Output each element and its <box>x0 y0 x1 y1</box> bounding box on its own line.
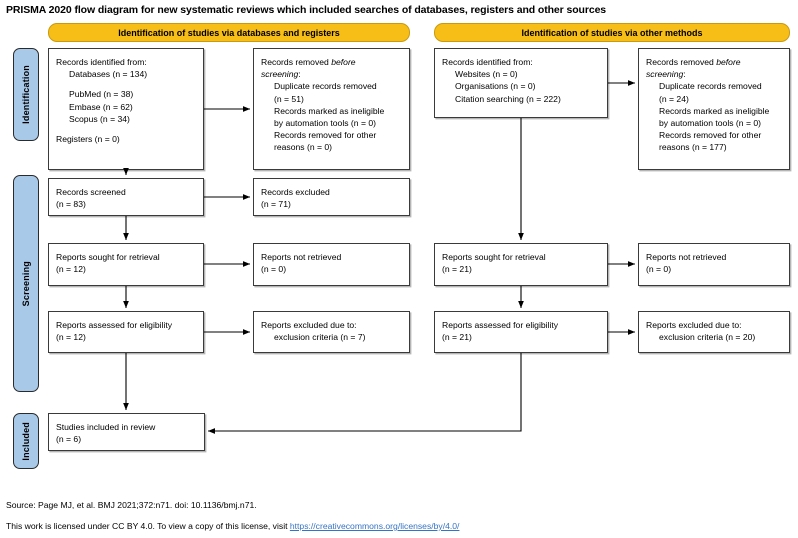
text-line: Reports excluded due to: <box>646 320 742 330</box>
stage-tab-identification-label: Identification <box>21 65 31 124</box>
text-line: (n = 71) <box>261 199 291 210</box>
text-line: Scopus (n = 34) <box>69 113 130 124</box>
text-line: Records excluded <box>261 187 330 197</box>
text-part-italic: screening <box>646 69 684 80</box>
text-line: screening: <box>261 68 402 80</box>
box-studies-included-in-review: Studies included in review (n = 6) <box>48 413 205 451</box>
text-line: Reports not retrieved <box>261 252 342 262</box>
box-left-records-identified: Records identified from: Databases (n = … <box>48 48 204 170</box>
text-line: (n = 24) <box>659 93 689 104</box>
text-line: Records marked as ineligible <box>274 105 385 116</box>
text-line: Embase (n = 62) <box>69 101 133 112</box>
text-line: Databases (n = 134) <box>69 69 148 80</box>
stage-tab-screening-label: Screening <box>21 260 31 307</box>
text-line: Reports sought for retrieval <box>56 252 160 262</box>
box-right-reports-excluded-reasons: Reports excluded due to: exclusion crite… <box>638 311 790 353</box>
box-left-records-removed-before-screening: Records removed before screening: Duplic… <box>253 48 410 170</box>
text-line: reasons (n = 0) <box>274 142 333 153</box>
box-right-reports-assessed: Reports assessed for eligibility (n = 21… <box>434 311 608 353</box>
text-line: Records screened <box>56 187 126 197</box>
text-line: Reports not retrieved <box>646 252 727 262</box>
text-line: screening: <box>646 68 782 80</box>
text-part: : <box>683 69 686 80</box>
text-line: (n = 6) <box>56 434 82 445</box>
text-line: Reports assessed for eligibility <box>56 320 173 330</box>
box-left-reports-assessed: Reports assessed for eligibility (n = 12… <box>48 311 204 353</box>
text-line: (n = 12) <box>56 332 86 343</box>
footer-license-link[interactable]: https://creativecommons.org/licenses/by/… <box>289 521 460 531</box>
text-line: Records removed for other <box>274 130 377 141</box>
box-left-reports-sought: Reports sought for retrieval (n = 12) <box>48 243 204 286</box>
banner-other-methods: Identification of studies via other meth… <box>434 23 790 42</box>
box-left-reports-excluded-reasons: Reports excluded due to: exclusion crite… <box>253 311 410 353</box>
text-line: Reports assessed for eligibility <box>442 320 559 330</box>
box-left-records-excluded: Records excluded (n = 71) <box>253 178 410 216</box>
text-line: (n = 83) <box>56 199 86 210</box>
text-line: Records removed before <box>261 56 402 68</box>
box-right-records-removed-before-screening: Records removed before screening: Duplic… <box>638 48 790 170</box>
banner-databases-registers: Identification of studies via databases … <box>48 23 410 42</box>
text-line: exclusion criteria (n = 7) <box>274 332 366 343</box>
text-line: (n = 0) <box>261 264 287 275</box>
text-line: Organisations (n = 0) <box>455 81 536 92</box>
text-line: Websites (n = 0) <box>455 69 518 80</box>
footer-license: This work is licensed under CC BY 4.0. T… <box>6 521 459 531</box>
footer-license-text: This work is licensed under CC BY 4.0. T… <box>6 521 290 531</box>
text-part: Records removed <box>261 57 332 67</box>
page-title: PRISMA 2020 flow diagram for new systema… <box>6 4 607 16</box>
text-line: Duplicate records removed <box>274 81 377 92</box>
stage-tab-identification: Identification <box>13 48 39 141</box>
text-part: Records removed <box>646 57 717 67</box>
box-right-reports-sought: Reports sought for retrieval (n = 21) <box>434 243 608 286</box>
text-line: PubMed (n = 38) <box>69 89 134 100</box>
box-right-reports-not-retrieved: Reports not retrieved (n = 0) <box>638 243 790 286</box>
text-line: Reports excluded due to: <box>261 320 357 330</box>
stage-tab-included: Included <box>13 413 39 469</box>
box-right-records-identified: Records identified from: Websites (n = 0… <box>434 48 608 118</box>
box-left-records-screened: Records screened (n = 83) <box>48 178 204 216</box>
text-line: exclusion criteria (n = 20) <box>659 332 756 343</box>
text-line: reasons (n = 177) <box>659 142 727 153</box>
text-line: (n = 12) <box>56 264 86 275</box>
text-line: (n = 21) <box>442 264 472 275</box>
text-line: by automation tools (n = 0) <box>659 118 761 129</box>
box-left-reports-not-retrieved: Reports not retrieved (n = 0) <box>253 243 410 286</box>
text-line: Records removed for other <box>659 130 762 141</box>
text-line: (n = 51) <box>274 93 304 104</box>
text-line: Records removed before <box>646 56 782 68</box>
text-line: Records identified from: <box>442 57 533 67</box>
spacer <box>56 125 196 133</box>
text-part-italic: before <box>331 57 356 67</box>
text-line: (n = 21) <box>442 332 472 343</box>
text-part-italic: before <box>716 57 741 67</box>
text-part-italic: screening <box>261 69 299 80</box>
text-line: Reports sought for retrieval <box>442 252 546 262</box>
text-line: (n = 0) <box>646 264 672 275</box>
text-line: Registers (n = 0) <box>56 134 120 145</box>
footer-source: Source: Page MJ, et al. BMJ 2021;372:n71… <box>6 500 257 510</box>
stage-tab-included-label: Included <box>21 421 31 461</box>
text-line: Studies included in review <box>56 422 156 432</box>
text-line: by automation tools (n = 0) <box>274 118 376 129</box>
text-line: Duplicate records removed <box>659 81 762 92</box>
text-part: : <box>298 69 301 80</box>
stage-tab-screening: Screening <box>13 175 39 392</box>
text-line: Records marked as ineligible <box>659 105 770 116</box>
text-line: Citation searching (n = 222) <box>455 93 561 104</box>
spacer <box>56 80 196 88</box>
text-line: Records identified from: <box>56 57 147 67</box>
